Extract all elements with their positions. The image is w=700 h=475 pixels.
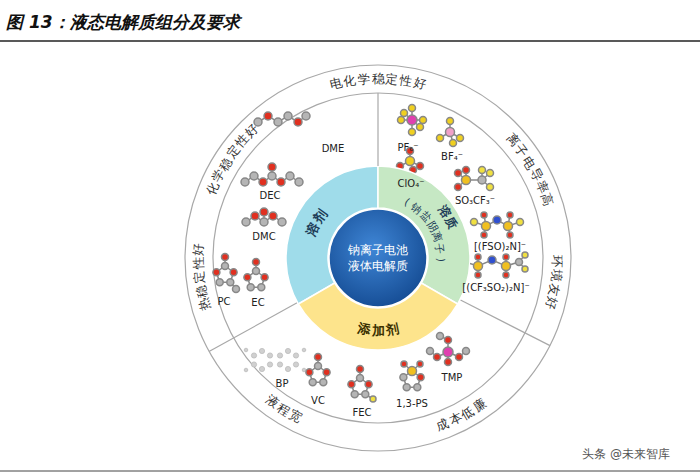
node-shape — [286, 166, 470, 350]
molecule-name: VC — [311, 395, 325, 406]
molecule-name: [(CF₃SO₂)₂N]⁻ — [462, 282, 529, 293]
molecule-name: DMC — [252, 231, 275, 242]
molecule-name: PC — [217, 296, 230, 307]
figure-title: 图 13：液态电解质组分及要求 — [6, 11, 240, 34]
molecule-name: ClO₄⁻ — [398, 178, 425, 189]
molecule-name: BF₄⁻ — [441, 151, 463, 162]
ring-sector: 添加剂 — [286, 166, 470, 350]
molecule-name: DEC — [259, 190, 280, 201]
molecule-name: FEC — [352, 407, 371, 418]
molecule-name: SO₃CF₃⁻ — [455, 195, 495, 206]
center-title: 钠离子电池液体电解质 — [346, 242, 410, 274]
molecule-name: [(FSO)₂N]⁻ — [474, 241, 526, 252]
molecule-name: 1,3-PS — [396, 398, 428, 409]
biphenyl — [244, 348, 306, 372]
molecule-name: BP — [276, 378, 289, 389]
molecule-name: DME — [322, 143, 345, 154]
molecule-name: TMP — [442, 372, 463, 383]
molecule-name: EC — [251, 297, 264, 308]
molecule-name: PF₆⁻ — [397, 142, 418, 153]
watermark: 头条 @未来智库 — [582, 448, 670, 461]
